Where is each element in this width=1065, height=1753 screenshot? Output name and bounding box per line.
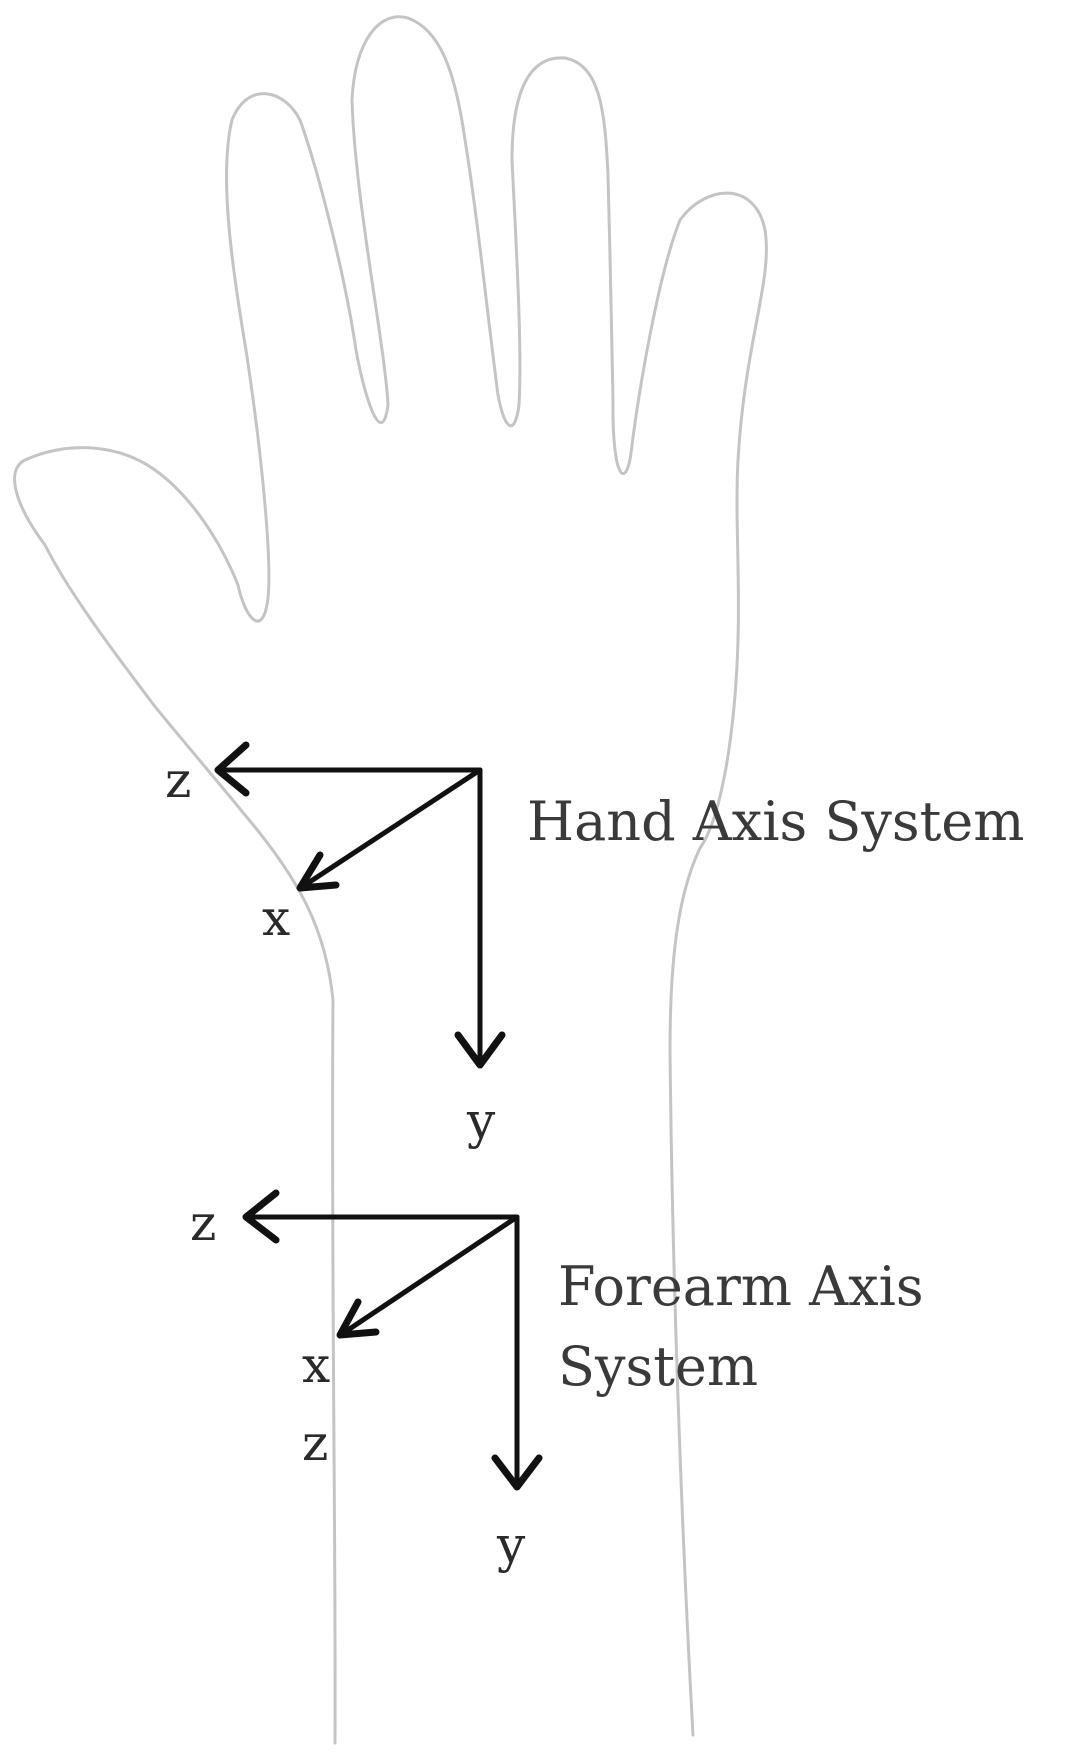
forearm-y-label: y: [496, 1516, 526, 1574]
hand-x-axis: [305, 770, 480, 885]
hand-axis-system: z x y Hand Axis System: [165, 745, 1024, 1150]
thumb-outline: [15, 17, 767, 1743]
forearm-z-label: z: [190, 1194, 216, 1252]
forearm-axis-caption-line2: System: [558, 1335, 758, 1398]
forearm-x-axis: [345, 1217, 517, 1332]
hand-axis-caption: Hand Axis System: [527, 790, 1024, 853]
hand-x-label: x: [262, 889, 290, 947]
hand-y-label: y: [466, 1092, 496, 1150]
forearm-x-label: x: [302, 1336, 330, 1394]
forearm-z2-label: z: [302, 1414, 328, 1472]
forearm-axis-system: z x z y Forearm Axis System: [190, 1193, 924, 1574]
hand-outline: [15, 17, 767, 1743]
forearm-axis-caption-line1: Forearm Axis: [558, 1255, 924, 1318]
forearm-x-arrowhead: [340, 1302, 376, 1335]
hand-x-arrowhead: [300, 855, 336, 888]
hand-z-label: z: [165, 751, 191, 809]
